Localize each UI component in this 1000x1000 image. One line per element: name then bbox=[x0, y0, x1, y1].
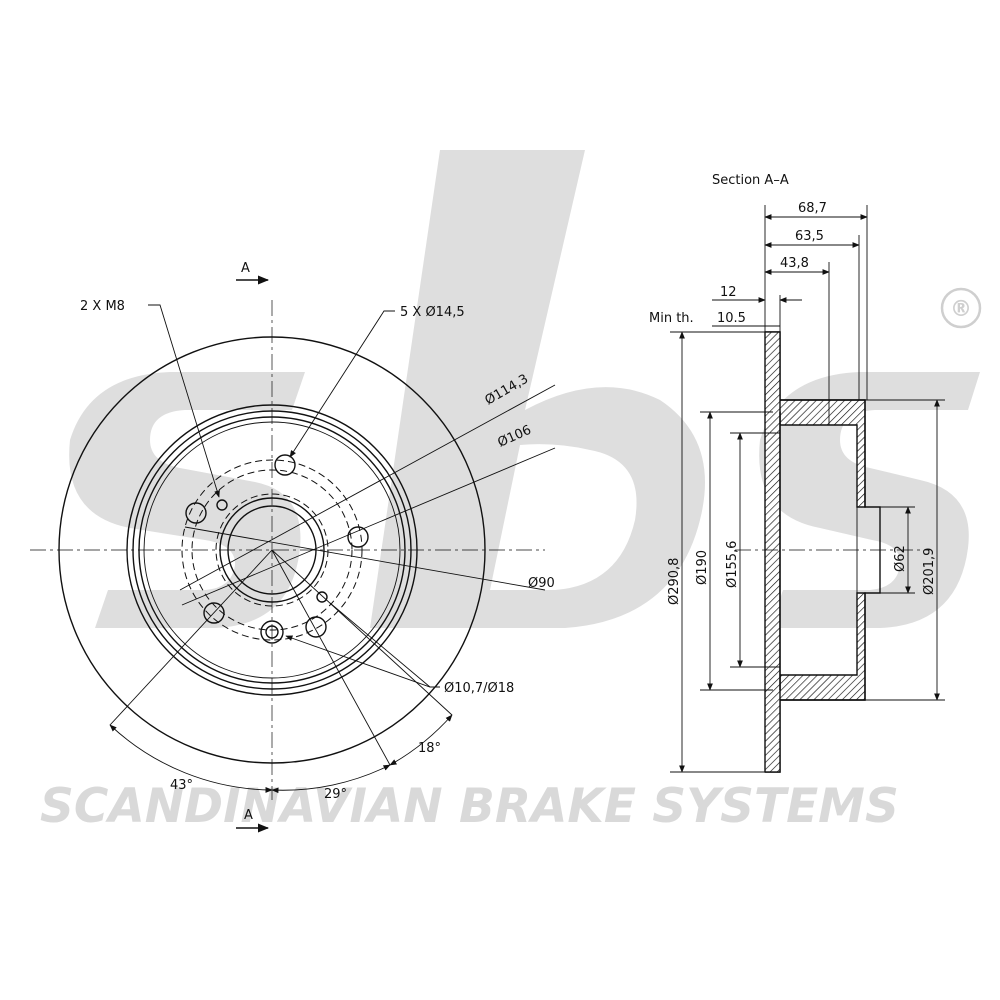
counterbored-hole-icon bbox=[260, 620, 284, 644]
dim-friction-inner: Ø190 bbox=[695, 550, 710, 585]
angle-43: 43° bbox=[170, 778, 193, 793]
dim-hat-height: 63,5 bbox=[795, 229, 824, 244]
dim-inner-height: 43,8 bbox=[780, 256, 809, 271]
angle-18: 18° bbox=[418, 741, 441, 756]
dim-overall-height: 68,7 bbox=[798, 201, 827, 216]
sbs-logo-watermark bbox=[69, 150, 980, 628]
min-thickness-value: 10.5 bbox=[717, 311, 746, 326]
dim-bore: Ø62 bbox=[893, 545, 908, 572]
bolt-hole-icon bbox=[185, 454, 369, 638]
section-view: Section A–A 68,7 63,5 43,8 12 Min th. 10… bbox=[649, 173, 945, 773]
label-holes: 5 X Ø14,5 bbox=[400, 305, 465, 320]
section-marker-top: A bbox=[241, 261, 250, 276]
dim-hat-inner: Ø155,6 bbox=[725, 541, 740, 588]
dim-center: Ø90 bbox=[528, 576, 555, 591]
svg-text:®: ® bbox=[950, 297, 972, 322]
dim-thickness: 12 bbox=[720, 285, 737, 300]
section-marker-bottom: A bbox=[244, 808, 253, 823]
label-bolts: 2 X M8 bbox=[80, 299, 125, 314]
threaded-hole-icon bbox=[216, 499, 328, 603]
brand-name-watermark: SCANDINAVIAN BRAKE SYSTEMS bbox=[40, 779, 899, 834]
dim-hat-outer: Ø201,9 bbox=[922, 548, 937, 595]
section-title: Section A–A bbox=[712, 173, 789, 188]
min-thickness-label: Min th. bbox=[649, 311, 694, 326]
angle-29: 29° bbox=[324, 787, 347, 802]
dim-small-hole: Ø10,7/Ø18 bbox=[444, 681, 514, 696]
registered-mark-icon: ® bbox=[940, 287, 982, 329]
dim-outer-diameter: Ø290,8 bbox=[667, 558, 682, 605]
